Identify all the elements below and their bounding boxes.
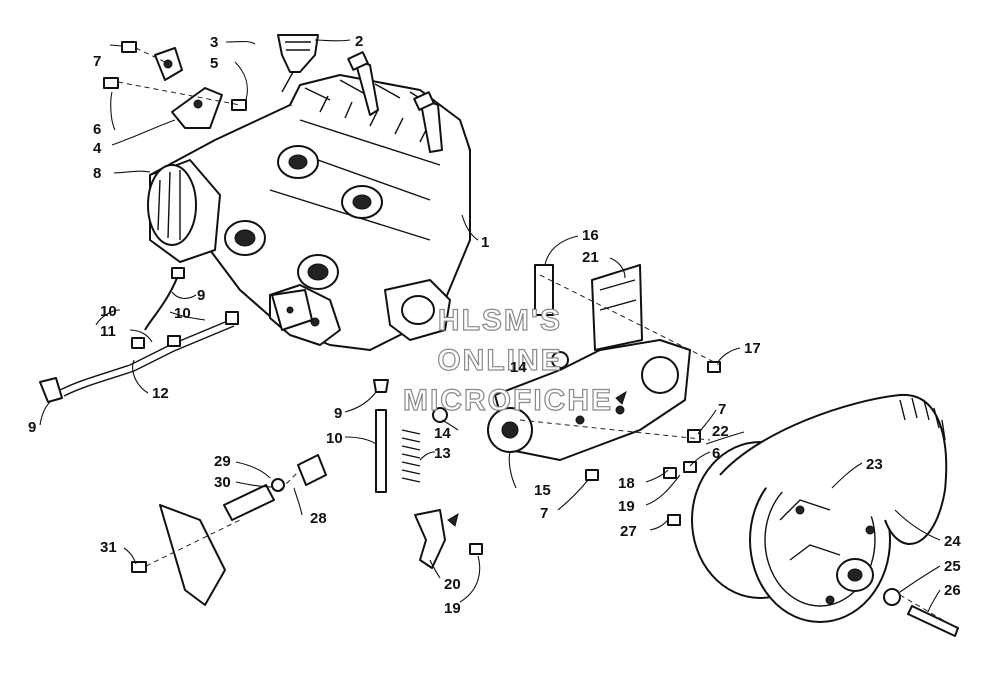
watermark-line-2: ONLINE — [437, 344, 562, 377]
callout-14: 14 — [434, 425, 451, 442]
explosion-lines — [117, 47, 961, 631]
callout-10: 10 — [174, 305, 191, 322]
callout-19-lower: 19 — [444, 600, 461, 617]
callout-12: 12 — [152, 385, 169, 402]
callout-7-right: 7 — [718, 401, 726, 418]
engine-assembly — [147, 74, 471, 351]
callout-15: 15 — [534, 482, 551, 499]
callout-1: 1 — [481, 234, 489, 251]
arrow-markers — [447, 390, 627, 527]
small-bracket — [414, 509, 483, 569]
callout-17: 17 — [744, 340, 761, 357]
oil-line-assembly — [39, 267, 239, 403]
callout-2: 2 — [355, 33, 363, 50]
plate-fasteners — [585, 361, 721, 526]
callout-31: 31 — [100, 539, 117, 556]
watermark-line-3: MICROFICHE — [403, 384, 613, 417]
callout-4: 4 — [93, 140, 102, 157]
arrow-icon — [615, 390, 627, 405]
callout-14-top: 14 — [510, 359, 527, 376]
callout-29: 29 — [214, 453, 231, 470]
callout-7: 7 — [93, 53, 101, 70]
callout-24: 24 — [944, 533, 961, 550]
callout-22: 22 — [712, 423, 729, 440]
callout-18: 18 — [618, 475, 635, 492]
callout-21: 21 — [582, 249, 599, 266]
callout-11: 11 — [100, 323, 116, 340]
drive-belt — [719, 393, 948, 545]
callout-30: 30 — [214, 474, 231, 491]
callout-10-lower: 10 — [326, 430, 343, 447]
rear-mount-spacer — [131, 454, 327, 606]
callout-19: 19 — [618, 498, 635, 515]
callout-10-left: 10 — [100, 303, 117, 320]
callout-9-left: 9 — [28, 419, 36, 436]
callout-5: 5 — [210, 55, 218, 72]
handle-assembly — [277, 34, 319, 93]
callout-25: 25 — [944, 558, 961, 575]
callout-28: 28 — [310, 510, 327, 527]
clutch-bolt — [883, 588, 959, 637]
callout-7-lower: 7 — [540, 505, 548, 522]
arrow-icon — [447, 512, 459, 527]
rod-and-spring — [373, 379, 448, 493]
callout-26: 26 — [944, 582, 961, 599]
callout-9-lower: 9 — [334, 405, 342, 422]
watermark: HLSM'S ONLINE MICROFICHE — [402, 303, 613, 417]
callout-6-right: 6 — [712, 445, 720, 462]
oil-pump — [271, 289, 313, 331]
engine-mount-plate — [487, 264, 691, 461]
watermark-line-1: HLSM'S — [438, 304, 562, 337]
leader-lines — [39, 39, 941, 613]
callout-13: 13 — [434, 445, 451, 462]
callout-labels: 1 2 3 4 5 6 7 8 9 10 10 11 12 9 16 21 17… — [28, 33, 961, 617]
callout-20: 20 — [444, 576, 461, 593]
callout-6: 6 — [93, 121, 101, 138]
callout-23: 23 — [866, 456, 883, 473]
callout-8: 8 — [93, 165, 101, 182]
callout-3: 3 — [210, 34, 218, 51]
spark-plug-wires — [347, 51, 443, 153]
callout-27: 27 — [620, 523, 637, 540]
callout-16: 16 — [582, 227, 599, 244]
upper-mount-bracket — [103, 41, 247, 129]
callout-9: 9 — [197, 287, 205, 304]
